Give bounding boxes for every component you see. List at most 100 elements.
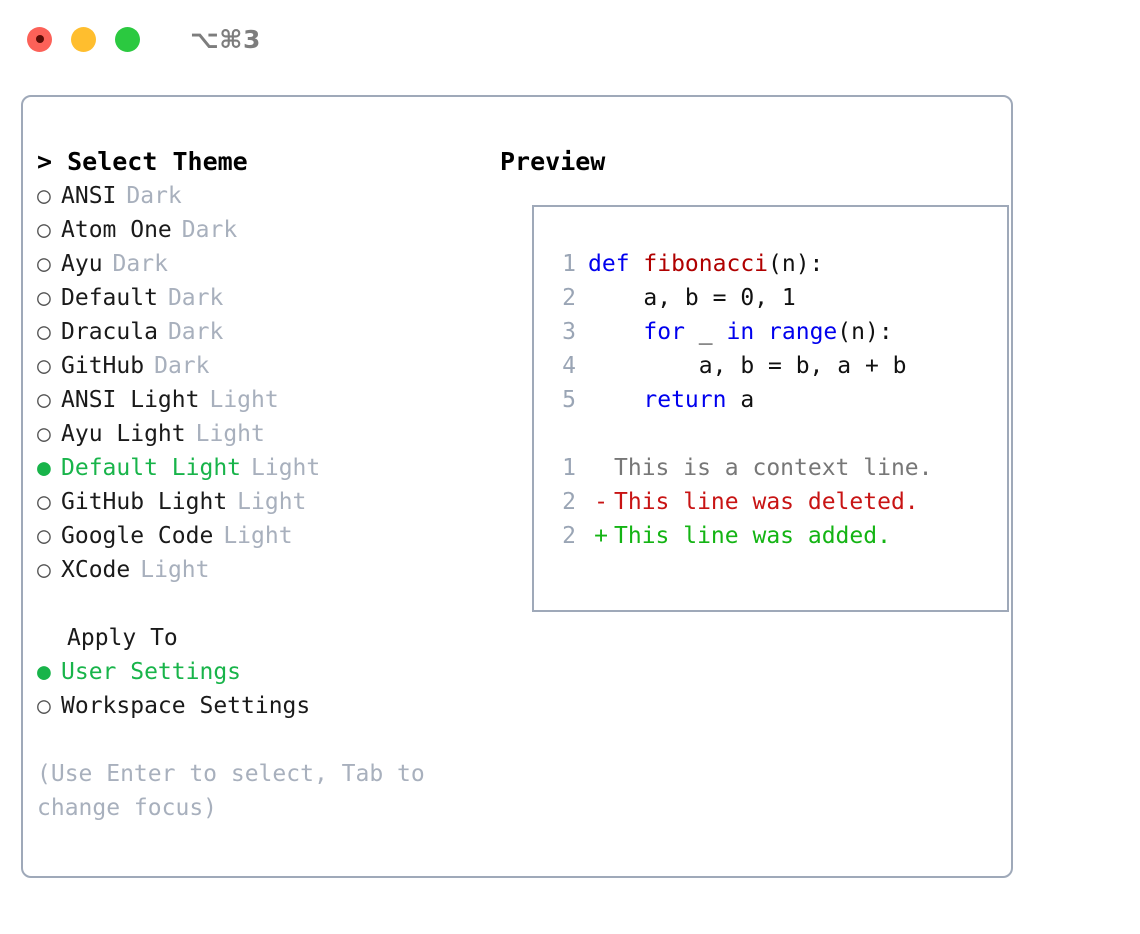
code-token <box>588 319 643 345</box>
code-line-number: 5 <box>562 387 576 413</box>
preview-heading: Preview <box>500 147 606 176</box>
code-token: _ <box>684 319 727 345</box>
code-token: fibonacci <box>643 251 769 277</box>
theme-option-label: Ayu <box>61 251 103 277</box>
code-token: a <box>726 387 755 413</box>
diff-line-number: 2 <box>562 489 576 515</box>
diff-marker: + <box>594 523 608 549</box>
code-line: 5 return a <box>548 383 933 417</box>
radio-unselected-icon: ○ <box>37 557 51 583</box>
code-line-content: a, b = 0, 1 <box>588 281 796 315</box>
radio-unselected-icon: ○ <box>37 251 51 277</box>
theme-option-label: Ayu Light <box>61 421 186 447</box>
code-token: range <box>768 319 838 345</box>
theme-option-label: XCode <box>61 557 131 583</box>
diff-line-add: 2 +This line was added. <box>548 519 933 553</box>
apply-to-option-user-settings[interactable]: ●User Settings <box>37 655 492 689</box>
theme-option-atom-one[interactable]: ○ Atom One Dark <box>37 213 492 247</box>
diff-line-ctx: 1 This is a context line. <box>548 451 932 485</box>
theme-variant-tag: Dark <box>126 183 182 209</box>
code-line: 3 for _ in range(n): <box>548 315 933 349</box>
code-line-content: a, b = b, a + b <box>588 349 907 383</box>
code-line: 4 a, b = b, a + b <box>548 349 933 383</box>
radio-unselected-icon: ○ <box>37 489 51 515</box>
theme-option-ansi-light[interactable]: ○ ANSI Light Light <box>37 383 492 417</box>
code-token: def <box>588 251 644 277</box>
code-token: for <box>643 319 685 345</box>
theme-option-ayu[interactable]: ○ Ayu Dark <box>37 247 492 281</box>
theme-option-ayu-light[interactable]: ○ Ayu Light Light <box>37 417 492 451</box>
select-theme-heading: > Select Theme <box>37 147 248 176</box>
diff-line-del: 2-This line was deleted. <box>548 485 933 519</box>
window-title-shortcut: ⌥⌘3 <box>190 24 261 54</box>
code-line-number: 4 <box>562 353 576 379</box>
theme-variant-tag: Light <box>251 455 321 481</box>
code-token: a, b = b, a + b <box>588 353 907 379</box>
radio-unselected-icon: ○ <box>37 353 51 379</box>
theme-option-github-light[interactable]: ○ GitHub Light Light <box>37 485 492 519</box>
maximize-button[interactable] <box>115 26 140 52</box>
theme-option-label: Default Light <box>61 455 242 481</box>
radio-unselected-icon: ○ <box>37 319 51 345</box>
radio-unselected-icon: ○ <box>37 523 51 549</box>
code-token <box>754 319 768 345</box>
minimize-button[interactable] <box>71 26 96 52</box>
theme-variant-tag: Light <box>223 523 293 549</box>
diff-marker: - <box>594 489 608 515</box>
code-token <box>588 387 643 413</box>
radio-unselected-icon: ○ <box>37 693 51 719</box>
code-token: a, b = 0, 1 <box>588 285 796 311</box>
code-line-number: 3 <box>562 319 576 345</box>
diff-line-number: 2 <box>562 523 576 549</box>
theme-variant-tag: Dark <box>181 217 238 243</box>
theme-option-label: Atom One <box>61 217 172 243</box>
theme-variant-tag: Dark <box>167 319 224 345</box>
theme-option-label: Default <box>61 285 158 311</box>
code-token: return <box>643 387 727 413</box>
diff-line-text: This line was added. <box>614 523 891 549</box>
apply-to-heading: Apply To <box>67 625 178 651</box>
radio-selected-icon: ● <box>37 455 51 481</box>
diff-line-number: 1 <box>562 455 576 481</box>
code-line: 2 a, b = 0, 1 <box>548 281 933 315</box>
theme-option-label: ANSI Light <box>61 387 200 413</box>
theme-variant-tag: Light <box>237 489 307 515</box>
theme-variant-tag: Light <box>195 421 265 447</box>
theme-option-dracula[interactable]: ○ Dracula Dark <box>37 315 492 349</box>
code-line-number: 1 <box>562 251 576 277</box>
theme-option-default-light[interactable]: ● Default Light Light <box>37 451 492 485</box>
radio-unselected-icon: ○ <box>37 217 51 243</box>
theme-option-label: Dracula <box>61 319 158 345</box>
theme-option-label: Google Code <box>61 523 214 549</box>
code-line-content: for _ in range(n): <box>588 315 892 349</box>
theme-option-xcode[interactable]: ○ XCode Light <box>37 553 492 587</box>
theme-variant-tag: Light <box>140 557 210 583</box>
radio-unselected-icon: ○ <box>37 387 51 413</box>
theme-option-google-code[interactable]: ○ Google Code Light <box>37 519 492 553</box>
apply-to-option-workspace-settings[interactable]: ○Workspace Settings <box>37 689 492 723</box>
code-blank-line <box>548 417 933 451</box>
close-button[interactable] <box>27 26 52 52</box>
code-token: in <box>726 319 755 345</box>
apply-to-options[interactable]: ●User Settings○Workspace Settings <box>37 655 492 723</box>
code-line-content: return a <box>588 383 754 417</box>
title-bar: ⌥⌘3 <box>0 0 1140 78</box>
code-line-number: 2 <box>562 285 576 311</box>
theme-variant-tag: Light <box>209 387 279 413</box>
theme-option-label: GitHub Light <box>61 489 228 515</box>
radio-unselected-icon: ○ <box>37 183 51 209</box>
theme-variant-tag: Dark <box>154 353 210 379</box>
theme-variant-tag: Dark <box>112 251 168 277</box>
code-line-content: def fibonacci(n): <box>588 247 823 281</box>
radio-unselected-icon: ○ <box>37 285 51 311</box>
radio-unselected-icon: ○ <box>37 421 51 447</box>
